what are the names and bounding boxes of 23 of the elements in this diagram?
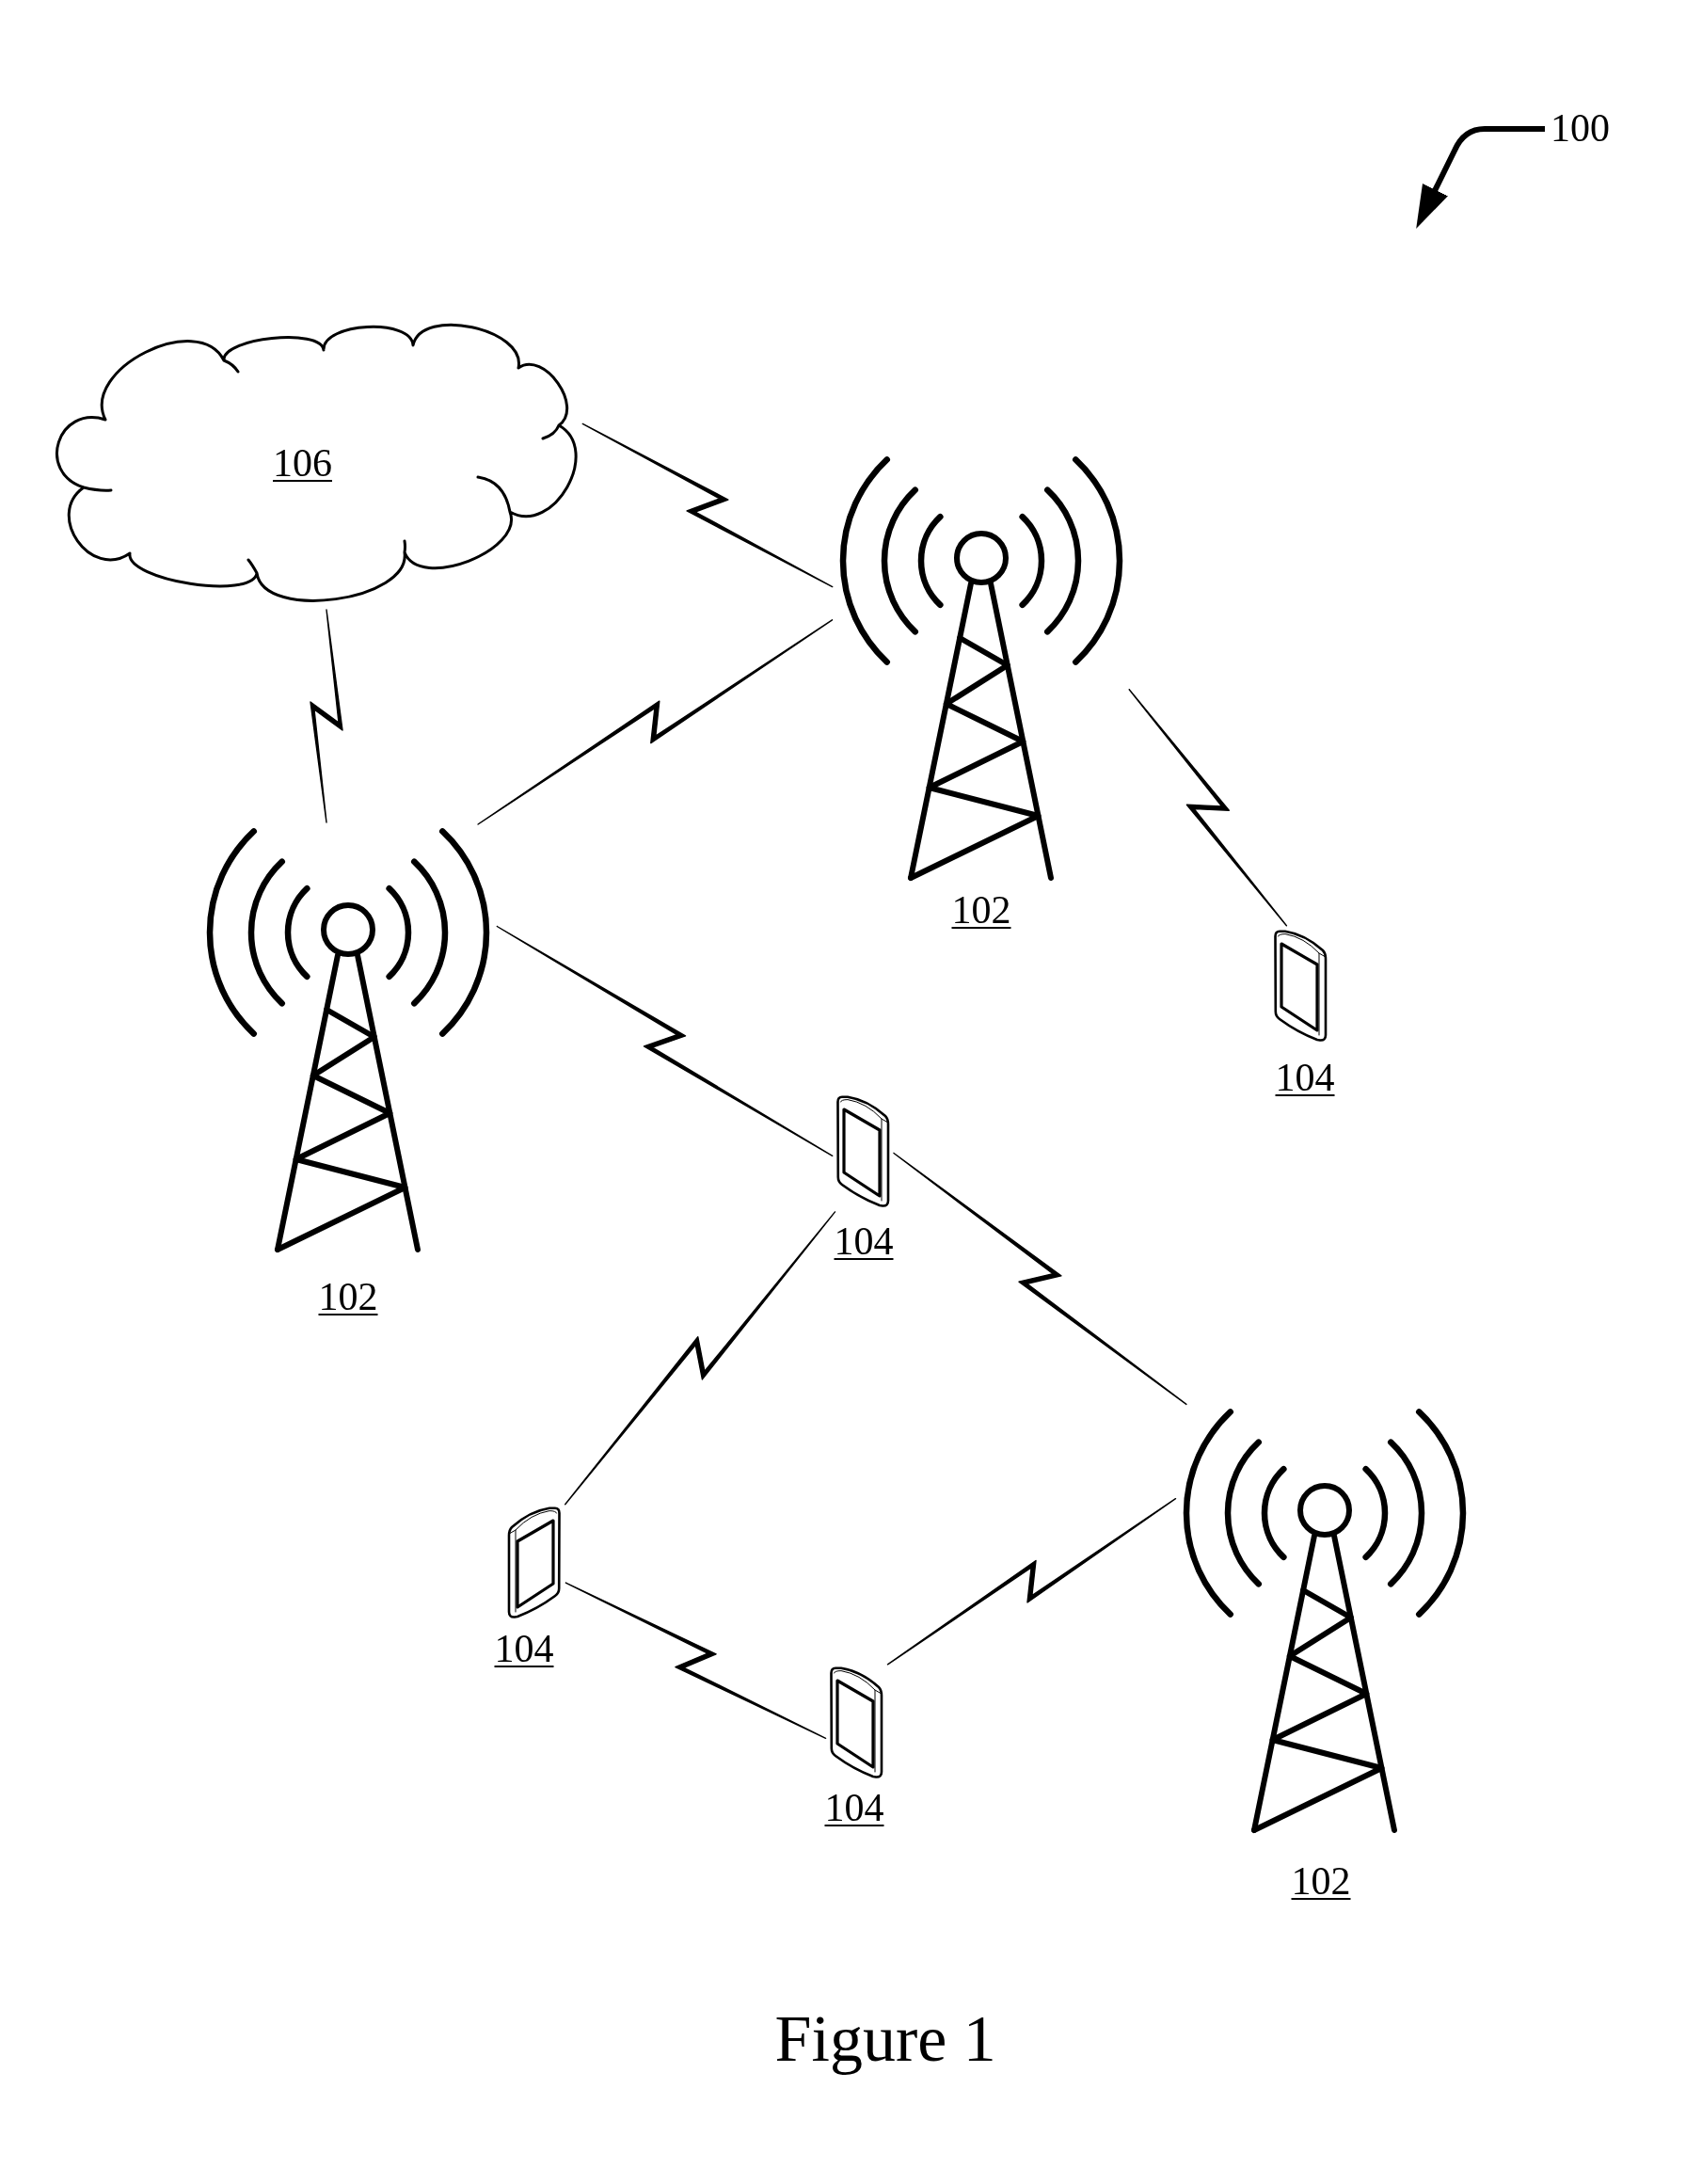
wireless-link — [581, 422, 834, 588]
reference-numeral: 104 — [494, 1626, 554, 1671]
wireless-link — [1128, 689, 1288, 927]
wireless-link — [893, 1152, 1187, 1406]
reference-numeral: 100 — [1551, 105, 1610, 151]
wireless-link — [496, 925, 834, 1156]
reference-numeral: 104 — [834, 1219, 894, 1264]
mobile-phone-icon — [507, 1506, 563, 1620]
mobile-phone-icon — [1273, 929, 1328, 1044]
reference-numeral: 104 — [1275, 1055, 1335, 1100]
reference-numeral: 106 — [273, 439, 332, 486]
wireless-link — [565, 1211, 836, 1506]
reference-numeral: 102 — [318, 1274, 378, 1319]
reference-numeral: 102 — [951, 886, 1011, 933]
wireless-link — [886, 1498, 1177, 1666]
reference-numeral: 104 — [824, 1785, 884, 1830]
wireless-link — [310, 609, 343, 823]
wireless-link — [477, 619, 834, 825]
reference-numeral: 102 — [1291, 1858, 1351, 1904]
leader-arrow — [1416, 126, 1545, 229]
mobile-phone-icon — [829, 1666, 884, 1780]
wireless-link — [565, 1582, 827, 1739]
mobile-phone-icon — [835, 1094, 891, 1209]
